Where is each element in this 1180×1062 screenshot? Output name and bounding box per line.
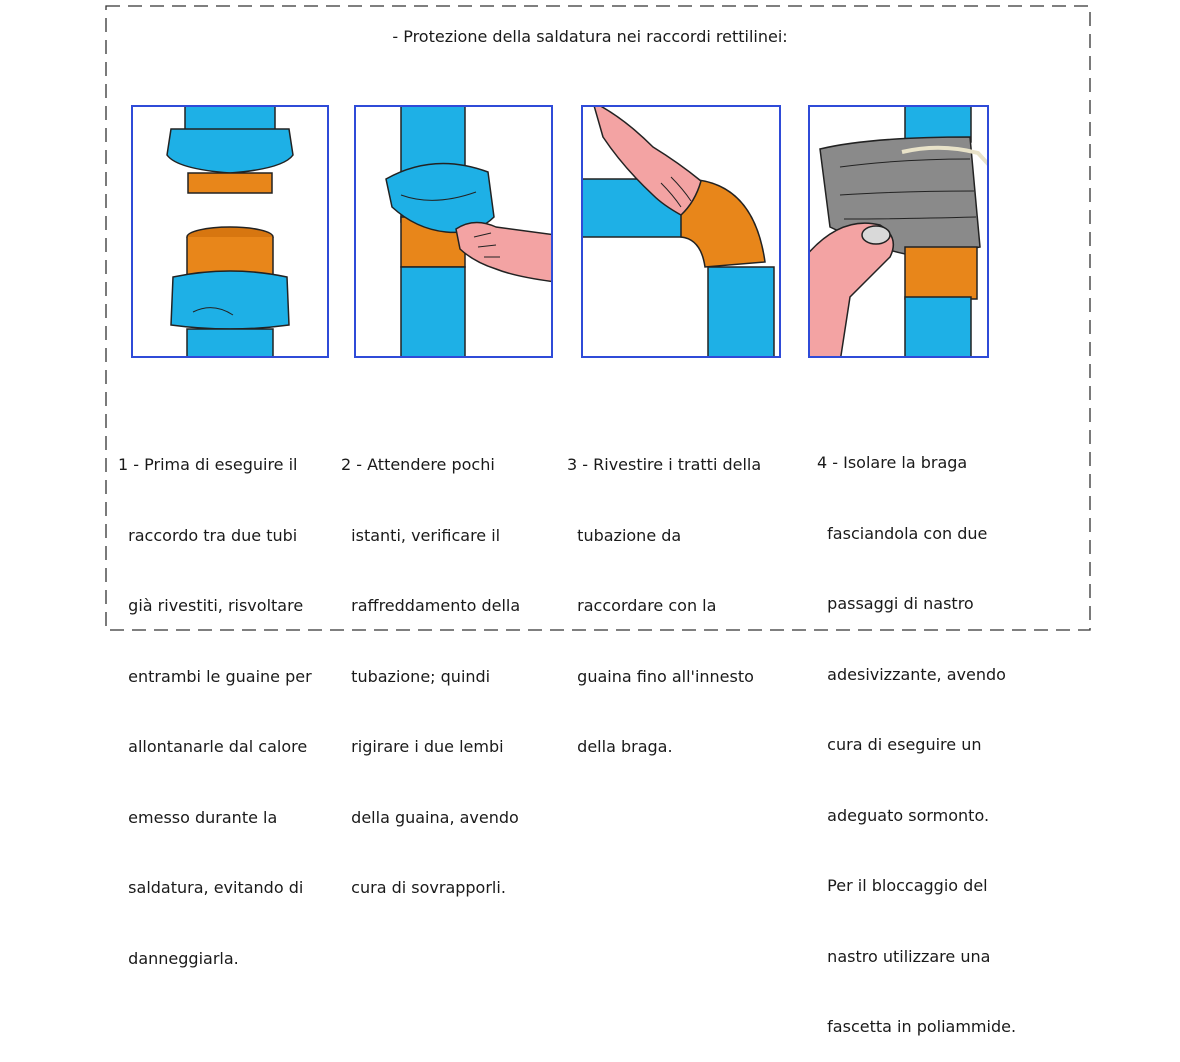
lower-pipe xyxy=(904,296,972,356)
illustration-step-1 xyxy=(131,105,329,358)
illustration-step-2 xyxy=(354,105,553,358)
upper-sleeve xyxy=(166,128,294,174)
dashed-border-frame xyxy=(105,5,1091,631)
step-3-caption: 3 - Rivestire i tratti della tubazione d… xyxy=(567,455,762,756)
step-2-caption: 2 - Attendere pochi istanti, verificare … xyxy=(341,455,521,897)
elbow-fitting xyxy=(680,178,766,268)
illustration-step-3 xyxy=(581,105,781,358)
lower-pipe xyxy=(186,328,274,356)
weld-joint xyxy=(904,246,978,300)
cable-tie xyxy=(901,145,987,166)
hand xyxy=(810,222,895,356)
lower-pipe xyxy=(400,266,466,356)
arm-hand xyxy=(593,107,702,216)
step-4-caption: 4 - Isolare la braga fasciandola con due… xyxy=(817,453,1017,1036)
tape-roll xyxy=(861,225,891,245)
upper-pipe-end xyxy=(187,172,273,194)
vertical-pipe xyxy=(707,266,775,356)
lower-sleeve xyxy=(170,270,290,330)
step-1-caption: 1 - Prima di eseguire il raccordo tra du… xyxy=(118,455,312,968)
illustration-step-4 xyxy=(808,105,989,358)
upper-pipe xyxy=(904,107,972,143)
page-title: - Protezione della saldatura nei raccord… xyxy=(392,27,788,46)
hand xyxy=(455,221,551,283)
